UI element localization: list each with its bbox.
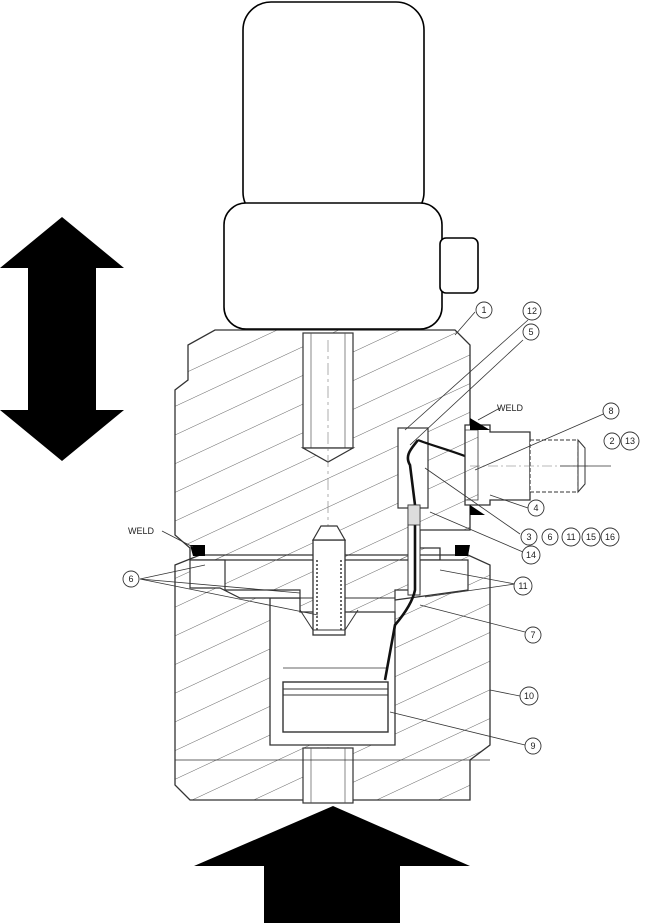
callout-13-label: 13: [625, 436, 635, 446]
callout-12: 12: [522, 301, 542, 321]
callout-14: 14: [521, 545, 541, 565]
callout-9: 9: [524, 737, 542, 755]
callout-6a-label: 6: [547, 532, 552, 542]
callout-11a: 11: [561, 527, 581, 547]
callout-11b: 11: [513, 576, 533, 596]
callout-8: 8: [602, 402, 620, 420]
callout-16-label: 16: [605, 532, 615, 542]
lower-body-section: [174, 554, 491, 804]
weld-label-right: WELD: [497, 403, 524, 413]
callout-6a: 6: [541, 528, 559, 546]
callouts: 1 12 5 8 2 13 4 3 6 11 15 16 14 11 6: [122, 301, 640, 755]
top-device: [223, 1, 479, 330]
callout-12-label: 12: [527, 306, 537, 316]
callout-10: 10: [519, 686, 539, 706]
callout-10-label: 10: [524, 691, 534, 701]
callout-7: 7: [524, 626, 542, 644]
callout-8-label: 8: [608, 406, 613, 416]
callout-2: 2: [603, 432, 621, 450]
double-arrow-icon: [0, 217, 124, 461]
upper-body-section: [174, 329, 471, 800]
callout-3: 3: [520, 528, 538, 546]
cable-channel: [383, 427, 471, 681]
callout-11a-label: 11: [566, 532, 575, 542]
callout-6: 6: [122, 570, 140, 588]
weld-label-left: WELD: [128, 526, 155, 536]
up-arrow-icon: [194, 806, 470, 923]
callout-1-label: 1: [481, 305, 486, 315]
callout-5: 5: [522, 323, 540, 341]
callout-4-label: 4: [533, 503, 538, 513]
callout-1: 1: [475, 301, 493, 319]
callout-7-label: 7: [530, 630, 535, 640]
center-stud: [299, 525, 359, 636]
callout-2-label: 2: [609, 436, 614, 446]
callout-4: 4: [527, 499, 545, 517]
callout-3-label: 3: [526, 532, 531, 542]
callout-9-label: 9: [530, 741, 535, 751]
side-connector: [464, 418, 590, 515]
callout-6-label: 6: [128, 574, 133, 584]
callout-5-label: 5: [528, 327, 533, 337]
callout-14-label: 14: [526, 550, 536, 560]
callout-13: 13: [620, 431, 640, 451]
callout-15: 15: [581, 527, 601, 547]
leader-lines: [139, 311, 611, 746]
callout-15-label: 15: [586, 532, 596, 542]
callout-16: 16: [600, 527, 620, 547]
callout-11b-label: 11: [518, 581, 527, 591]
